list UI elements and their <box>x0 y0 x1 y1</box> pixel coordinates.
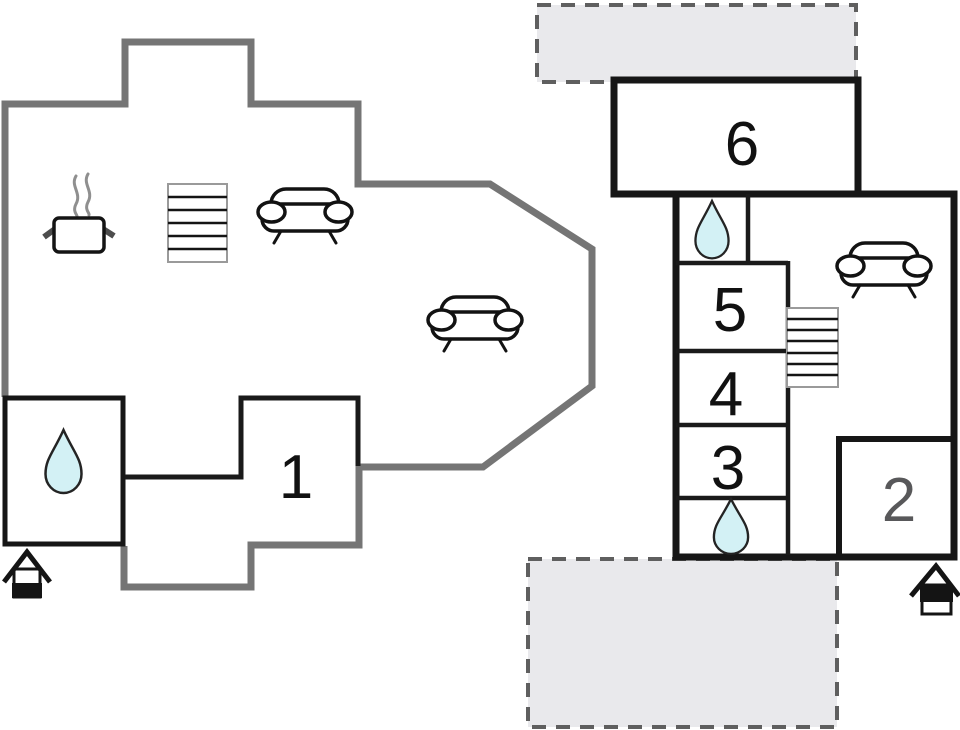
room-1-label: 1 <box>279 443 313 512</box>
stove-pot-icon <box>42 172 116 254</box>
left-interior-walls <box>125 395 361 480</box>
room-4-label: 4 <box>709 360 743 429</box>
left-plan-floor <box>3 41 594 588</box>
entrance-icon-right <box>909 561 960 616</box>
right-interior-walls <box>676 194 791 555</box>
stairs-icon <box>786 307 839 388</box>
room-3-label: 3 <box>711 434 745 503</box>
stairs-icon <box>167 183 228 263</box>
room-2-walls <box>836 436 952 555</box>
terrace-top <box>535 3 858 84</box>
terrace-bottom <box>526 557 839 729</box>
floor-plan-left: 1 <box>1 38 596 599</box>
entrance-icon-left <box>2 547 52 599</box>
room-5-label: 5 <box>713 276 747 345</box>
floor-plan-right: 6 5 4 3 2 <box>610 76 960 616</box>
room-2-label: 2 <box>882 466 916 535</box>
left-plan-outer-wall <box>1 38 596 591</box>
room-6-label: 6 <box>725 110 759 179</box>
